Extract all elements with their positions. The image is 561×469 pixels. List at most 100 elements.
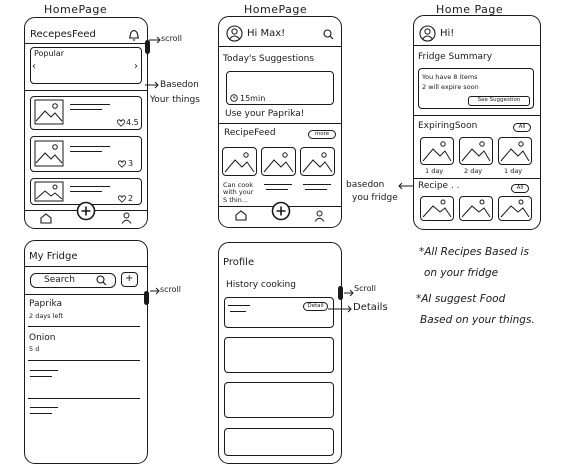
see-suggestion-button[interactable]: See Suggestion	[468, 96, 530, 106]
history-card[interactable]	[224, 428, 334, 456]
image-placeholder-icon	[34, 140, 64, 167]
scroll-annotation: scroll	[161, 34, 183, 43]
screen2-title: HomePage	[244, 3, 308, 16]
carousel-right-arrow[interactable]: ›	[134, 61, 138, 72]
screen2-header-divider	[219, 46, 341, 47]
recipe-card[interactable]	[30, 136, 142, 172]
screen4-title: My Fridge	[29, 251, 78, 262]
note-ai-suggest-line1: *AI suggest Food	[416, 293, 506, 305]
history-card[interactable]	[224, 337, 334, 373]
image-placeholder-icon	[34, 99, 64, 125]
expiring-all-button[interactable]: All	[513, 123, 531, 132]
image-placeholder-icon	[224, 152, 255, 173]
search-icon[interactable]	[323, 29, 334, 40]
search-placeholder: Search	[44, 275, 75, 285]
fridge-search-input[interactable]	[30, 273, 116, 288]
popular-label: Popular	[34, 49, 64, 58]
user-icon[interactable]	[121, 212, 132, 224]
recipe-thumbnail[interactable]	[300, 147, 335, 176]
bell-icon[interactable]	[128, 28, 140, 41]
screen1-title: HomePage	[44, 3, 108, 16]
suggestion-card[interactable]	[226, 71, 334, 105]
fridge-item-divider	[28, 326, 140, 327]
user-icon[interactable]	[314, 210, 325, 222]
add-circle-icon[interactable]	[76, 201, 96, 221]
recipe-thumbnail[interactable]	[261, 147, 296, 176]
summary-items-count: You have 8 items	[422, 73, 478, 81]
cook-time: 15min	[240, 94, 266, 103]
based-on-fridge-annotation-line2: you fridge	[352, 193, 398, 203]
popular-carousel[interactable]	[30, 47, 142, 84]
heart-icon[interactable]	[117, 119, 125, 127]
screen5-scrollbar[interactable]	[338, 286, 343, 300]
fridge-item-days-left: 2 days left	[29, 312, 64, 320]
card-text-line	[70, 191, 102, 192]
recipe-card[interactable]	[30, 96, 142, 130]
history-detail-button[interactable]: Detail	[303, 302, 328, 311]
recipe-thumbnail[interactable]	[420, 196, 454, 221]
caption-text-line	[266, 189, 288, 190]
expiring-item-thumbnail[interactable]	[459, 137, 493, 165]
arrow-right-icon	[149, 36, 161, 44]
more-button[interactable]: more	[308, 130, 336, 139]
note-recipes-fridge-line2: on your fridge	[424, 267, 499, 279]
card-text-line	[70, 104, 110, 105]
heart-icon[interactable]	[118, 160, 126, 168]
screen1-scrollbar[interactable]	[145, 40, 150, 54]
screen3-greeting: Hi!	[440, 28, 455, 39]
suggestions-heading: Today's Suggestions	[223, 54, 315, 64]
based-on-things-annotation-line2: Your things	[150, 95, 200, 105]
expiring-soon-heading: ExpiringSoon	[418, 121, 478, 131]
add-circle-icon[interactable]	[271, 201, 291, 221]
avatar-icon[interactable]	[226, 25, 243, 42]
image-placeholder-icon	[422, 199, 452, 218]
add-item-button[interactable]	[121, 272, 138, 287]
home-icon[interactable]	[235, 210, 247, 221]
recipe-thumbnail[interactable]	[222, 147, 257, 176]
image-placeholder-icon	[461, 199, 491, 218]
expiring-days-label: 2 day	[464, 167, 483, 175]
screen4-scrollbar[interactable]	[144, 291, 149, 305]
home-icon[interactable]	[40, 213, 52, 224]
screen5-phone-frame	[218, 242, 342, 464]
avatar-icon[interactable]	[419, 25, 436, 42]
fridge-placeholder-line	[30, 376, 52, 377]
screen1-feed-heading: RecepesFeed	[30, 29, 96, 40]
card-text-line	[70, 146, 110, 147]
history-card[interactable]	[224, 297, 334, 328]
recipe-thumbnail[interactable]	[459, 196, 493, 221]
heart-icon[interactable]	[118, 195, 126, 203]
recipe-thumbnail[interactable]	[498, 196, 532, 221]
carousel-left-arrow[interactable]: ‹	[32, 61, 36, 72]
screen3-section-divider	[414, 115, 540, 116]
search-icon[interactable]	[96, 275, 107, 286]
fridge-item-divider	[28, 398, 140, 399]
screen5-title: Profile	[223, 257, 255, 268]
like-count: 3	[128, 159, 134, 168]
screen1-section-divider	[25, 90, 147, 91]
caption-text-line	[303, 184, 331, 185]
expiring-item-thumbnail[interactable]	[420, 137, 454, 165]
expiring-item-thumbnail[interactable]	[498, 137, 532, 165]
screen3-phone-frame	[413, 15, 541, 230]
history-card-text-line	[230, 311, 246, 312]
fridge-item-name: Paprika	[29, 299, 63, 309]
add-item-label: +	[125, 273, 134, 284]
history-card[interactable]	[224, 382, 334, 418]
arrow-right-icon	[150, 287, 160, 295]
like-count: 4.5	[126, 118, 139, 127]
recipe-all-button[interactable]: All	[511, 184, 529, 193]
fridge-item-days-left: 5 d	[29, 345, 40, 353]
expiring-days-label: 1 day	[504, 167, 523, 175]
based-on-things-annotation-line1: Basedon	[160, 80, 199, 90]
screen4-phone-frame	[24, 240, 148, 464]
recipe-feed-heading: RecipeFeed	[224, 128, 276, 138]
fridge-summary-card[interactable]	[418, 68, 534, 109]
image-placeholder-icon	[422, 141, 452, 162]
caption-text-line	[305, 189, 327, 190]
fridge-placeholder-line	[30, 413, 52, 414]
fridge-item-name: Onion	[29, 333, 56, 343]
arrow-right-icon	[344, 289, 354, 297]
screen3-header-divider	[414, 45, 540, 46]
image-placeholder-icon	[461, 141, 491, 162]
